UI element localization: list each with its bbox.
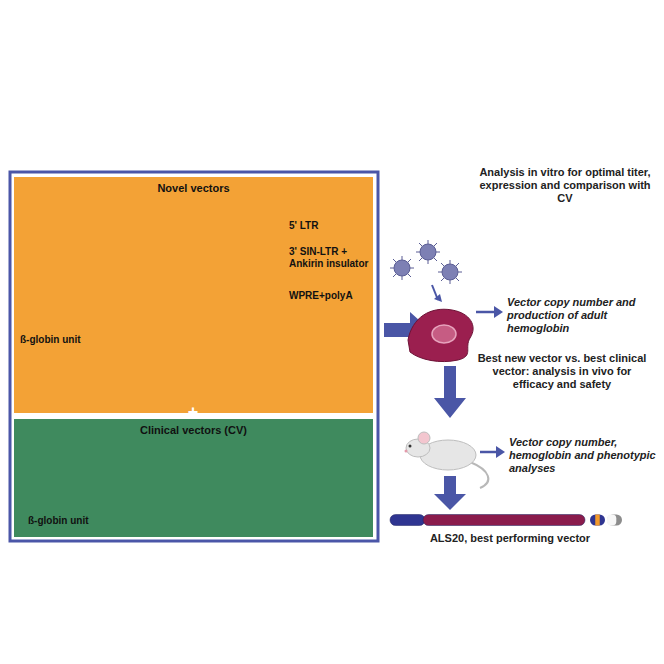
legend-label: 3' SIN-LTR + Ankirin insulator [289,246,369,270]
globin-unit-label: ß-globin unit [28,515,138,527]
result-vector-label: ALS20, best performing vector [400,532,620,545]
virus [416,240,440,264]
globin-segment [423,515,585,526]
virus [390,256,414,280]
virus-spikes [438,260,462,284]
result-text: Vector copy number, hemoglobin and pheno… [509,436,657,476]
cell-nucleus [432,325,456,343]
virus-body [420,244,436,260]
virus-spikes [416,240,440,264]
legend-label: 5' LTR [289,220,369,232]
mouse-eye [409,445,412,448]
result-text: Vector copy number and production of adu… [507,296,657,336]
result-arrowhead [496,446,505,458]
sin-ltr-segment [590,515,605,526]
result-arrow [476,311,494,314]
globin-unit-label: ß-globin unit [20,334,130,346]
vector-construct [390,515,622,526]
panel-heading: Novel vectors [14,177,373,195]
flow-arrow [434,476,466,510]
virus-particles [390,240,462,284]
result-arrowhead [494,306,503,318]
step-text: Analysis in vitro for optimal titer, exp… [476,166,654,206]
virus-body [394,260,410,276]
entry-arrowhead [434,294,442,302]
virus-body [442,264,458,280]
cell [408,309,473,361]
wpre-body [607,515,616,526]
result-arrow [480,451,496,454]
ltr-segment [390,515,425,526]
wpre-segment [607,515,622,526]
legend-label: WPRE+polyA [289,290,369,302]
insulator-band [595,515,600,526]
virus-spikes [390,256,414,280]
mouse-nose [405,450,408,453]
outer-frame [10,172,378,541]
virus [438,260,462,284]
mouse-tail [470,462,488,488]
mouse-ear [418,432,430,444]
step-text: Best new vector vs. best clinical vector… [476,352,648,392]
flow-arrow [434,366,466,418]
plus-sign: + [180,402,206,424]
